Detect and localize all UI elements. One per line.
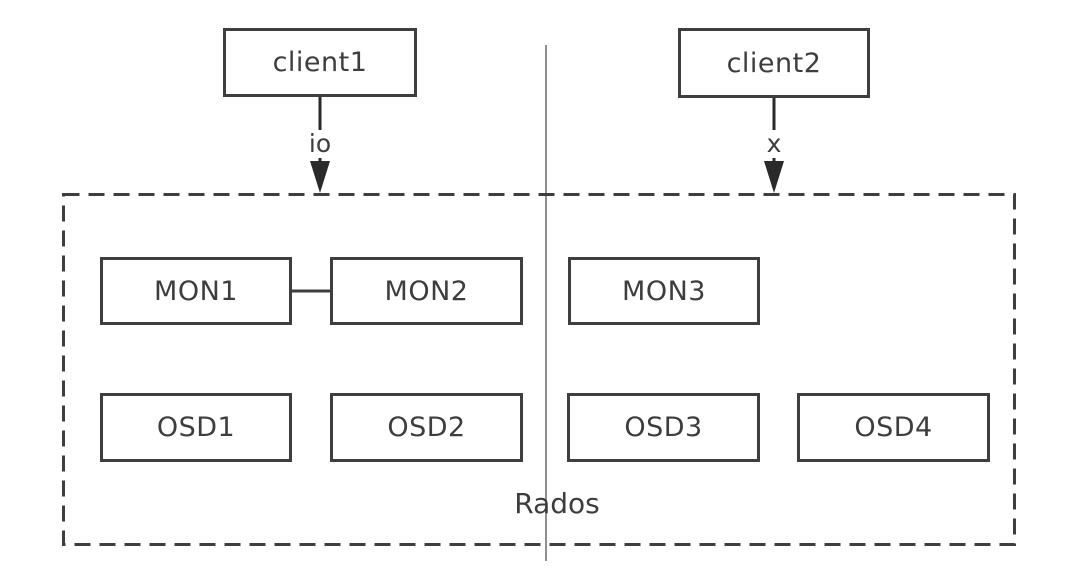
- osd2-label: OSD2: [387, 412, 466, 443]
- mon2-node: MON2: [330, 257, 523, 325]
- client1-label: client1: [272, 47, 368, 78]
- osd1-node: OSD1: [100, 393, 292, 462]
- client2-arrowhead: [764, 161, 784, 193]
- mon1-node: MON1: [100, 257, 292, 325]
- osd4-label: OSD4: [854, 412, 933, 443]
- osd2-node: OSD2: [330, 393, 523, 462]
- client2-arrow-label: x: [763, 130, 785, 158]
- osd3-node: OSD3: [567, 393, 760, 462]
- client2-node: client2: [678, 28, 870, 98]
- osd1-label: OSD1: [156, 412, 236, 443]
- rados-cluster-label: Rados: [514, 487, 600, 520]
- mon3-node: MON3: [568, 257, 760, 325]
- rados-cluster-dashed-border: [62, 193, 1016, 546]
- client2-label: client2: [726, 47, 822, 79]
- client1-node: client1: [223, 28, 417, 97]
- mon2-label: MON2: [384, 275, 469, 307]
- mon3-label: MON3: [622, 275, 706, 307]
- mon1-label: MON1: [154, 275, 238, 307]
- client1-arrowhead: [310, 161, 330, 193]
- osd3-label: OSD3: [624, 412, 703, 443]
- client1-arrow-label: io: [305, 130, 335, 158]
- osd4-node: OSD4: [797, 393, 990, 462]
